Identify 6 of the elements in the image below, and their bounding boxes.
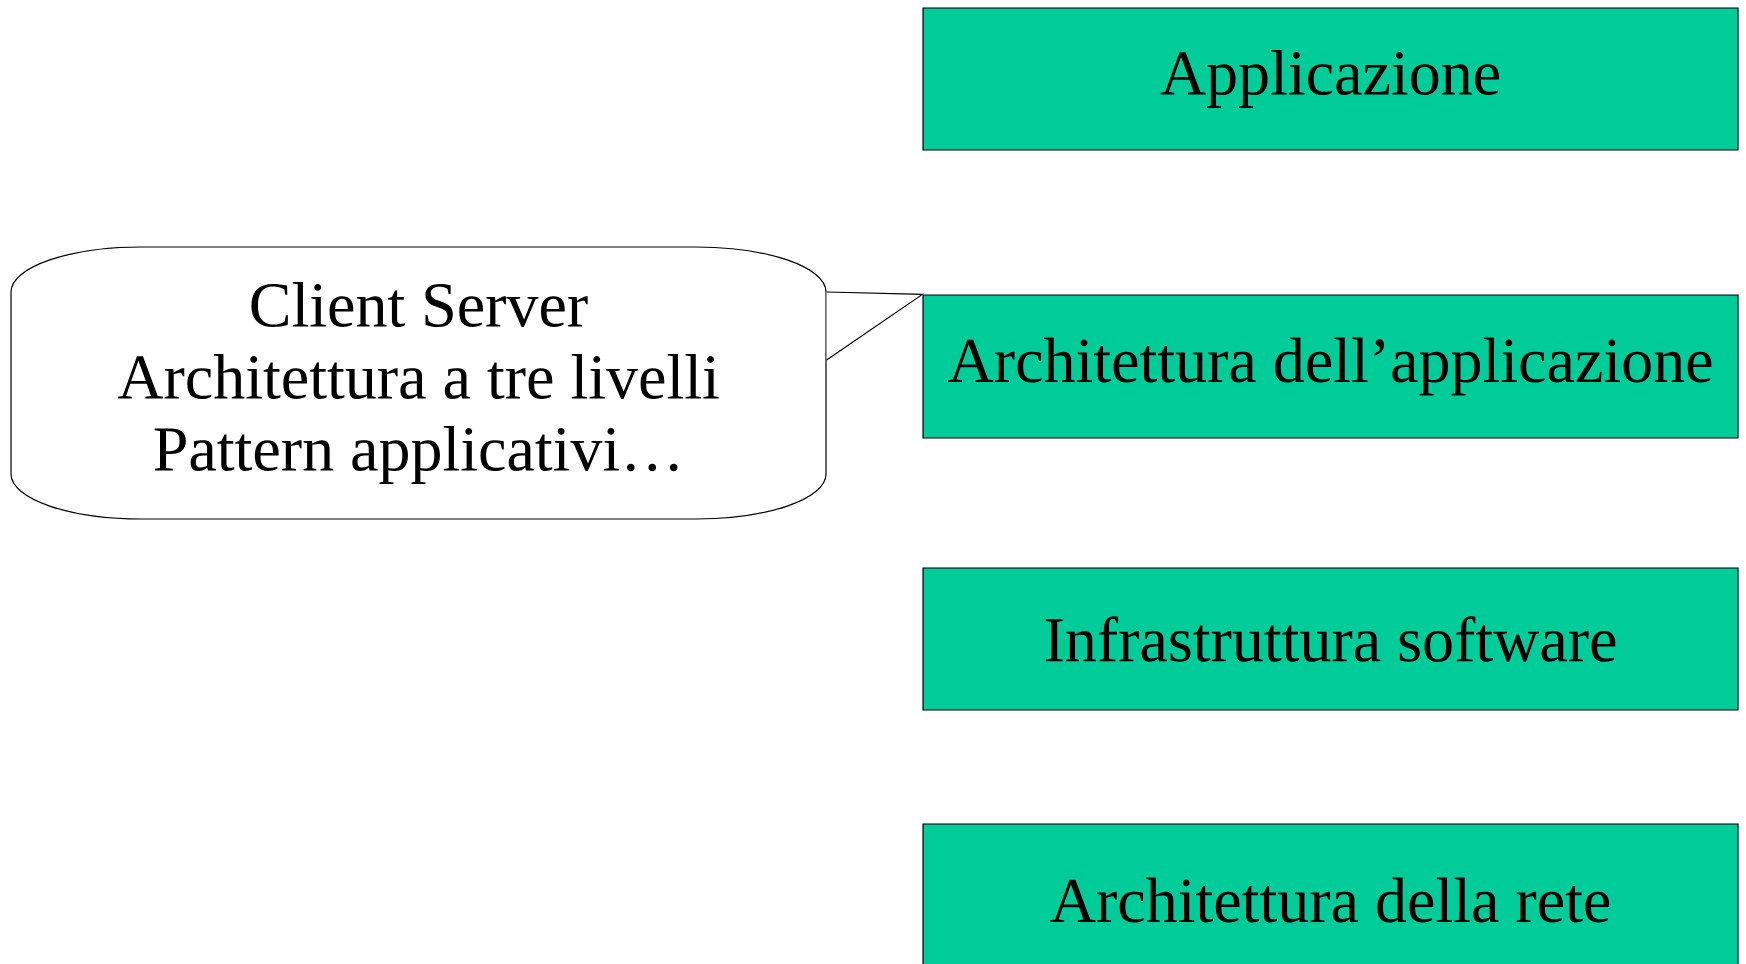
layer-box: Architettura dell’applicazione bbox=[922, 294, 1739, 439]
layer-box: Applicazione bbox=[922, 7, 1739, 151]
layer-box: Architettura della rete bbox=[922, 823, 1739, 964]
layer-box: Infrastruttura software bbox=[922, 567, 1739, 711]
speech-bubble: Client Server Architettura a tre livelli Pattern applicativi… bbox=[10, 246, 827, 520]
callout-tail bbox=[826, 291, 925, 361]
